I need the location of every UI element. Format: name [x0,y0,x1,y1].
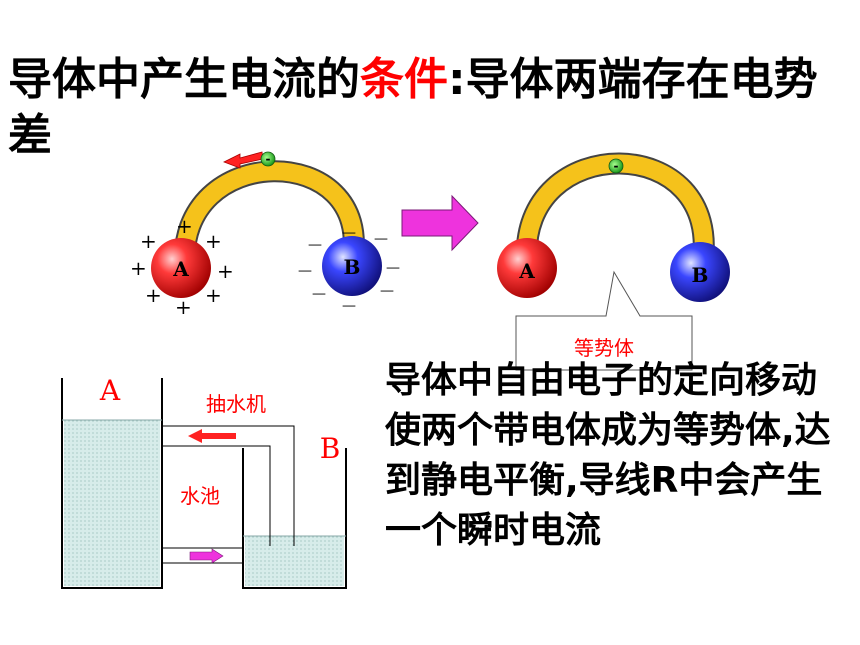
sphere-b-label: B [344,255,361,279]
right-conductor-diagram: - A B 等势体 [497,152,730,371]
minus-sign: — [298,263,312,279]
svg-text:-: - [614,159,619,173]
plus-sign: + [175,295,192,319]
sphere-a-label: A [518,259,535,283]
title-part-1: 导体中产生电流的 [8,54,360,105]
minus-sign: — [386,260,400,276]
sphere-a-charged: A [151,238,211,298]
minus-sign: — [374,231,388,247]
bottom-flow-arrow [189,548,224,564]
tank-a-water [64,420,160,586]
plus-sign: + [176,214,193,238]
svg-text:-: - [266,152,271,166]
sphere-b-label: B [692,263,709,287]
sphere-a-label: A [172,257,189,281]
tank-a-label: A [99,374,121,407]
left-electron-arrow [223,151,264,169]
plus-sign: + [205,229,222,253]
plus-sign: + [140,229,157,253]
title-highlight-condition: 条件 [360,54,448,105]
pump-pipe [162,425,295,546]
tank-b-label: B [320,432,341,465]
transition-arrow [401,194,479,252]
minus-sign: — [308,237,322,253]
water-analogy-diagram: A B 抽水机 水池 [61,374,347,589]
plus-sign: + [217,259,234,283]
sphere-b-charged: B [322,236,382,296]
tank-b-walls [242,448,347,589]
sphere-a-neutral: A [497,238,557,298]
slide-title: 导体中产生电流的条件:导体两端存在电势差 [8,52,838,164]
pump-label: 抽水机 [206,392,266,416]
plus-sign: + [205,283,222,307]
minus-sign: — [312,286,326,302]
pump-flow-arrow [188,429,236,443]
equipotential-callout [515,270,693,371]
left-electron-icon: - [260,151,276,167]
plus-sign: + [145,283,162,307]
sphere-b-neutral: B [670,242,730,302]
positive-charges: + + + + + + + + [130,214,234,319]
pool-label: 水池 [180,484,220,508]
minus-sign: — [380,283,394,299]
minus-sign: — [342,298,356,314]
explanation-text: 导体中自由电子的定向移动使两个带电体成为等势体,达到静电平衡,导线R中会产生一个… [385,360,831,551]
tank-a-walls [61,378,163,589]
plus-sign: + [130,256,147,280]
left-conductor-diagram: - + + + + + + + + A — — — — [130,151,400,319]
right-electron-icon: - [608,158,624,174]
callout-label: 等势体 [574,336,634,360]
title-part-3: :导体两端存在电势差 [8,54,818,161]
